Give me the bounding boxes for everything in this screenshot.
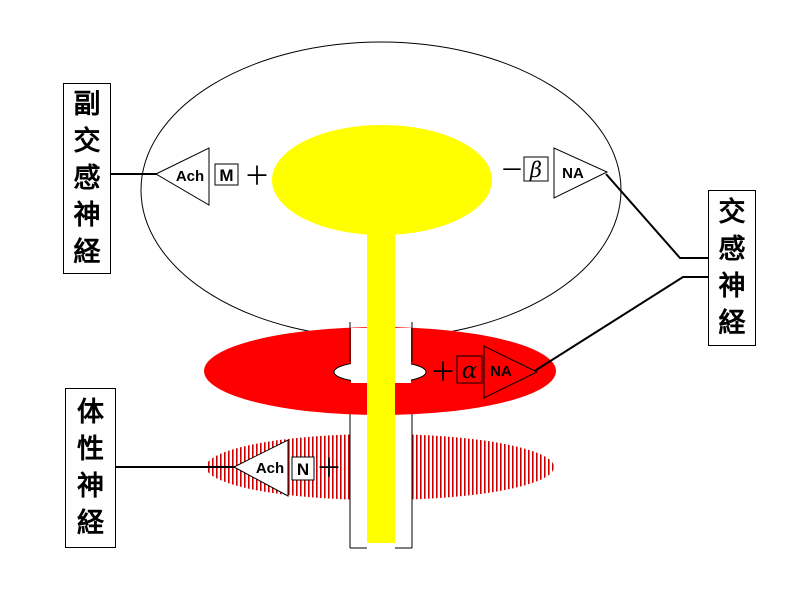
urethra-lumen [367,225,395,543]
sym-beta-receptor-box [523,156,549,182]
sympathetic-nerve-line-beta [605,173,708,259]
sym-beta-effect-sign: － [500,156,524,184]
sym-alpha-terminal-triangle [483,345,539,399]
sym-alpha-receptor-box [456,355,483,384]
somatic-receptor-label: N [297,460,309,479]
parasym-transmitter-label: Ach [176,168,204,185]
somatic-receptor-box [291,456,315,481]
sym-beta-terminal-triangle [553,147,609,199]
somatic-effect-sign: ＋ [316,454,342,484]
sym-alpha-receptor-label: α [462,358,478,384]
sympathetic-nerve-line-alpha [532,276,708,373]
parasym-terminal-triangle [154,147,210,206]
parasym-effect-sign: ＋ [244,162,270,192]
sym-alpha-effect-sign: ＋ [430,358,456,388]
bladder-lumen [272,125,492,235]
somatic-transmitter-label: Ach [256,460,284,477]
parasym-receptor-box [214,163,239,186]
parasympathetic-nerve-label: 副 交 感 神 経 [63,83,111,274]
sym-beta-transmitter-label: NA [562,165,584,182]
sym-beta-receptor-label: β [529,158,542,182]
somatic-nerve-label: 体 性 神 経 [65,388,116,548]
sympathetic-nerve-label: 交 感 神 経 [708,190,756,346]
parasym-receptor-label: M [219,166,233,185]
somatic-terminal-triangle [232,439,289,497]
sym-alpha-transmitter-label: NA [490,363,512,380]
